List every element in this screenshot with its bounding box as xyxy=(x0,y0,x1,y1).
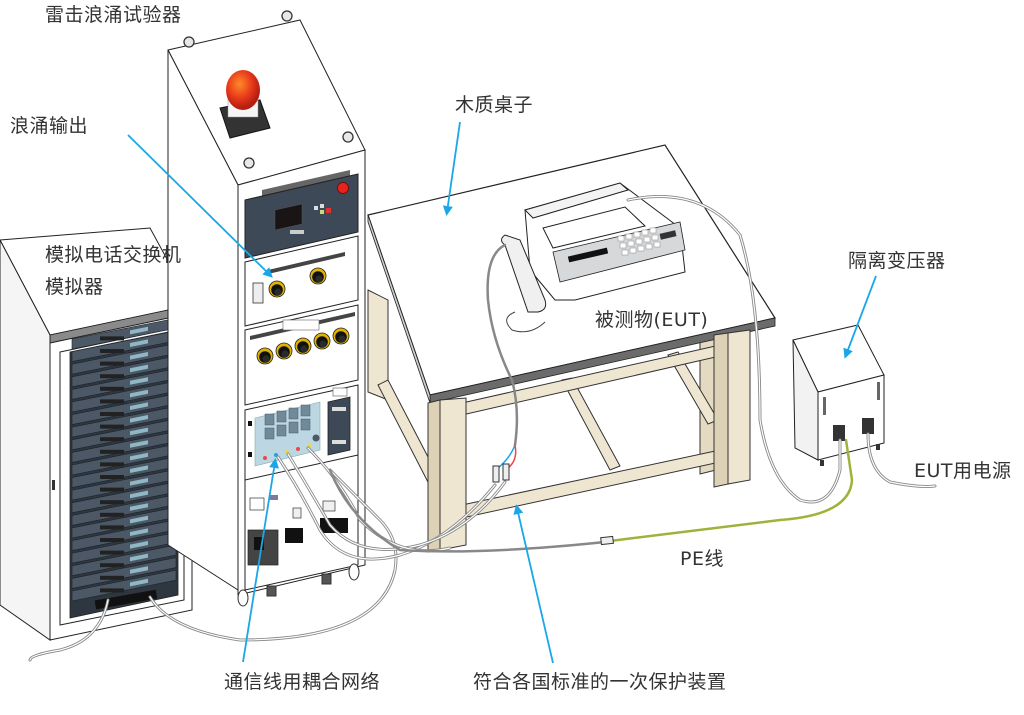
cable-eut-phone-line xyxy=(486,243,519,447)
phone-exchange-simulator-rack xyxy=(0,227,193,641)
label-surge-output: 浪涌输出 xyxy=(10,115,89,137)
fax-display xyxy=(567,247,609,263)
label-phone-exchange-line2: 模拟器 xyxy=(45,276,104,298)
primary-protector-left xyxy=(492,465,500,483)
arrow-isolation-transformer xyxy=(843,275,877,359)
rack-units xyxy=(71,317,177,602)
rack-unit xyxy=(71,557,177,589)
primary-protector-right xyxy=(502,463,510,481)
rack-unit-display xyxy=(130,541,148,549)
knob xyxy=(268,280,286,298)
label-eut-power: EUT用电源 xyxy=(914,460,1012,482)
cdn-button xyxy=(288,407,299,420)
label-wooden-table: 木质桌子 xyxy=(455,94,534,116)
table-brace-middle xyxy=(561,377,621,471)
cdn-button xyxy=(264,413,275,426)
rack-unit-display xyxy=(130,402,148,410)
rack-unit xyxy=(71,569,177,602)
label-surge-tester: 雷击浪涌试验器 xyxy=(45,4,182,26)
transformer-terminal-left xyxy=(833,425,845,441)
rack-unit-display xyxy=(130,528,148,536)
table-stretcher xyxy=(461,449,721,519)
pe-connector xyxy=(600,535,614,546)
rack-unit-display xyxy=(130,490,148,499)
surge-output-socket-plate xyxy=(252,282,264,304)
rack-unit-display xyxy=(130,478,148,486)
table-leg-front-right-face xyxy=(727,329,751,485)
rack-unit-display xyxy=(130,553,148,562)
fax-paper-tray xyxy=(542,206,647,249)
knob xyxy=(332,327,350,345)
knob xyxy=(309,267,327,285)
cdn-button xyxy=(264,427,275,440)
surge-knob-row xyxy=(256,327,350,365)
label-primary-protector: 符合各国标准的一次保护装置 xyxy=(473,671,727,693)
indicator-strip xyxy=(282,319,320,331)
cdn-button xyxy=(300,404,311,417)
cables xyxy=(28,195,937,662)
arrow-surge-output xyxy=(127,134,273,278)
comm-connector xyxy=(327,396,351,456)
cdn-button xyxy=(276,410,287,423)
arrow-primary-protector xyxy=(513,504,554,664)
pe-wire xyxy=(608,438,854,543)
fax-handset xyxy=(501,234,547,313)
rack-unit-display xyxy=(130,503,148,511)
rack-cable-port xyxy=(94,589,158,610)
cdn-button xyxy=(300,418,311,431)
rack-unit xyxy=(71,443,177,476)
rack-unit-display xyxy=(130,578,148,587)
surge-tester-cabinet xyxy=(167,10,366,607)
rack-unit-display xyxy=(130,465,148,473)
label-eut: 被测物(EUT) xyxy=(595,309,709,331)
eut-fax-machine xyxy=(501,182,686,333)
arrow-wooden-table xyxy=(442,121,461,216)
transformer-terminal-right xyxy=(862,418,874,434)
table-leg-front-right xyxy=(713,332,729,488)
warning-beacon-icon xyxy=(219,70,271,139)
rack-unit-display xyxy=(130,427,148,436)
knob xyxy=(256,347,274,365)
label-phone-exchange-line1: 模拟电话交换机 xyxy=(45,244,182,266)
arrow-coupling-network xyxy=(242,458,279,663)
cdn-button xyxy=(276,424,287,437)
rack-unit-display xyxy=(130,326,148,335)
label-isolation-transformer: 隔离变压器 xyxy=(848,250,946,272)
caster-wheels xyxy=(237,563,360,607)
rack-unit-display xyxy=(130,415,148,423)
label-pe-wire: PE线 xyxy=(680,548,724,570)
rack-unit-display xyxy=(130,339,148,347)
cable-pe-gray xyxy=(328,468,607,553)
rack-unit-display xyxy=(130,440,148,448)
table-leg-front-left xyxy=(427,399,441,553)
eye-bolt-icon xyxy=(183,10,354,169)
rack-unit-display xyxy=(130,452,148,461)
rack-unit-display xyxy=(130,377,148,385)
rack-unit xyxy=(71,506,177,539)
rack-unit-display xyxy=(130,515,148,524)
knob xyxy=(294,337,312,355)
emergency-stop-button xyxy=(337,182,349,194)
rack-unit-display xyxy=(130,566,148,574)
cdn-buttons xyxy=(264,404,311,440)
rack-unit-display xyxy=(130,364,148,373)
callout-arrows xyxy=(127,121,877,664)
control-display xyxy=(274,203,303,231)
rack-unit-display xyxy=(130,389,148,398)
fax-keypad xyxy=(617,227,661,256)
table-leg-front-left-face xyxy=(439,397,467,551)
rack-unit-display xyxy=(130,352,148,360)
cdn-button xyxy=(288,421,299,434)
label-coupling-network: 通信线用耦合网络 xyxy=(224,671,381,693)
knob xyxy=(313,332,331,350)
surge-output-knobs xyxy=(268,267,327,298)
knob xyxy=(275,342,293,360)
